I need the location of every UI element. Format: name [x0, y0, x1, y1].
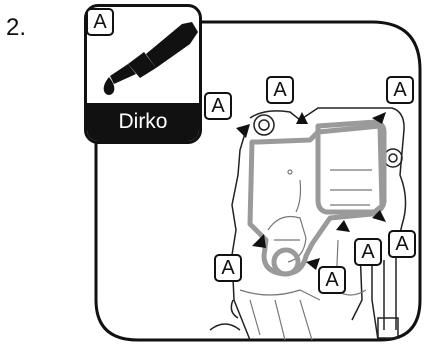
arrow	[236, 124, 250, 138]
callout-a: A	[204, 92, 232, 120]
callout-a: A	[214, 254, 242, 282]
callout-a: A	[354, 238, 382, 266]
callout-a: A	[386, 76, 414, 104]
sealant-bottle-icon	[103, 22, 198, 95]
housing-outline	[209, 107, 407, 341]
pointer-arrows	[236, 112, 386, 270]
illustration-frame	[94, 20, 422, 342]
callout-a: A	[266, 76, 294, 104]
step-number: 2.	[6, 14, 27, 41]
callout-a: A	[318, 266, 346, 294]
badge-callout: A	[86, 8, 114, 36]
sealant-bead-path	[247, 119, 387, 277]
arrow	[372, 210, 386, 222]
arrow	[336, 220, 350, 232]
arrow	[372, 112, 386, 124]
arrow	[306, 258, 320, 270]
product-name: Dirko	[87, 103, 199, 141]
arrow	[252, 234, 266, 248]
callout-a: A	[388, 230, 416, 258]
sealant-drop-icon	[103, 77, 115, 95]
arrow	[296, 112, 308, 124]
